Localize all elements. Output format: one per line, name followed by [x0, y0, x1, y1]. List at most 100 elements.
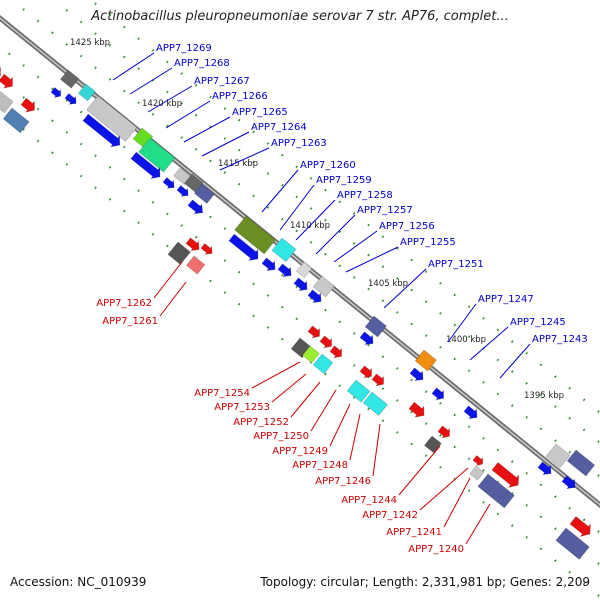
leader-line [219, 147, 270, 171]
gene-label-app7-1241: APP7_1241 [386, 527, 442, 538]
cds-fwd-shape [176, 185, 189, 197]
gene-label-app7-1251: APP7_1251 [428, 259, 484, 270]
gene-label-app7-1244: APP7_1244 [341, 495, 397, 506]
gene-shape [362, 391, 388, 416]
gene [2, 107, 30, 134]
gene [86, 95, 138, 142]
gene-label-app7-1260: APP7_1260 [300, 160, 356, 171]
map-title: Actinobacillus pleuropneumoniae serovar … [90, 9, 509, 24]
gene-shape [60, 69, 80, 89]
gene [469, 465, 485, 481]
cds-fwd [176, 185, 189, 197]
cds-fwd [130, 151, 161, 179]
gene [60, 69, 80, 89]
cds-rev [359, 365, 372, 379]
leader-line [349, 413, 361, 461]
cds-rev-shape [472, 455, 483, 467]
tick-label: 1400 kbp [446, 335, 486, 345]
gene-label-app7-1264: APP7_1264 [251, 122, 307, 133]
cds-fwd-shape [64, 93, 77, 105]
gene-shape [86, 95, 138, 142]
cds-fwd [228, 233, 259, 261]
gene [312, 275, 335, 298]
cds-rev [185, 237, 200, 252]
guide-row-0 [89, 0, 600, 415]
gene-shape [138, 137, 176, 173]
leader-line [251, 361, 301, 389]
gene-shape [194, 183, 215, 204]
gene-shape [2, 107, 30, 134]
gene-label-app7-1258: APP7_1258 [337, 190, 393, 201]
cds-fwd-shape [307, 289, 322, 304]
gene-label-app7-1265: APP7_1265 [232, 107, 288, 118]
cds-fwd [187, 199, 203, 214]
leader-line [271, 373, 307, 403]
cds-fwd [0, 73, 13, 89]
gene [364, 315, 387, 338]
gene-label-app7-1250: APP7_1250 [253, 431, 309, 442]
gene [234, 215, 276, 255]
cds-fwd-shape [537, 461, 552, 476]
cds-fwd-shape [50, 87, 61, 99]
cds-fwd [431, 387, 444, 401]
gene-shape [184, 173, 204, 193]
cds-rev-shape [437, 425, 450, 439]
gene [296, 261, 313, 279]
gene-shape [414, 349, 437, 372]
leader-line [159, 281, 187, 317]
cds-fwd [537, 461, 552, 476]
leader-line [465, 503, 491, 545]
cds-fwd [277, 263, 292, 278]
cds-rev-shape [371, 373, 384, 387]
cds-rev-shape [307, 325, 320, 339]
cds-fwd-shape [293, 277, 308, 292]
cds-rev-shape [408, 401, 425, 418]
gene-shape [0, 87, 14, 114]
leader-line [333, 230, 378, 263]
gene-shape [469, 465, 485, 481]
cds-fwd [463, 405, 478, 420]
leader-line [447, 303, 477, 343]
leader-line [153, 261, 183, 299]
gene-label-app7-1269: APP7_1269 [156, 43, 212, 54]
cds-rev [329, 345, 342, 359]
gene [0, 87, 14, 114]
leader-line [165, 100, 211, 129]
leader-line [398, 445, 441, 496]
cds-fwd [359, 331, 374, 346]
cds-rev [319, 335, 332, 349]
gene-label-app7-1267: APP7_1267 [194, 76, 250, 87]
gene-shape [78, 83, 96, 102]
gene [312, 353, 334, 375]
leader-line [469, 326, 509, 361]
cds-fwd-shape [130, 151, 161, 179]
cds-fwd [82, 113, 121, 148]
gene-shape [296, 261, 313, 279]
leader-line [201, 131, 250, 157]
gene-label-app7-1243: APP7_1243 [532, 334, 588, 345]
gene-label-app7-1248: APP7_1248 [292, 460, 348, 471]
gene-label-app7-1263: APP7_1263 [271, 138, 327, 149]
gene-label-app7-1245: APP7_1245 [510, 317, 566, 328]
gene-label-app7-1257: APP7_1257 [357, 205, 413, 216]
guide-row-2 [10, 0, 600, 479]
gene-shape [424, 435, 442, 454]
leader-line [383, 268, 427, 309]
gene-shape [302, 345, 320, 364]
tick-label: 1395 kbp [524, 391, 564, 401]
gene-label-app7-1266: APP7_1266 [212, 91, 268, 102]
gene-shape [545, 443, 571, 469]
gene-label-app7-1261: APP7_1261 [102, 316, 158, 327]
cds-fwd-shape [187, 199, 203, 214]
gene-label-app7-1247: APP7_1247 [478, 294, 534, 305]
gene-label-app7-1242: APP7_1242 [362, 510, 418, 521]
gene-label-app7-1254: APP7_1254 [194, 388, 250, 399]
gene-shape [346, 379, 371, 403]
cds-fwd-shape [82, 113, 121, 148]
gene [545, 443, 571, 469]
leader-line [329, 403, 351, 447]
leader-line [315, 214, 356, 255]
sequence-summary: Topology: circular; Length: 2,331,981 bp… [259, 575, 590, 589]
leader-line [419, 467, 469, 511]
